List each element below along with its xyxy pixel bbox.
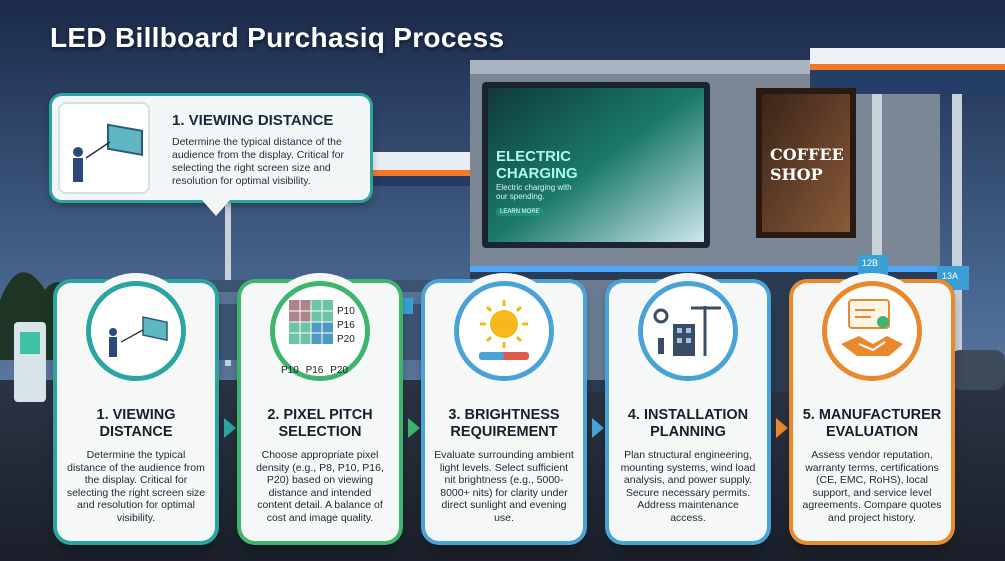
station-sign-12b: 12B bbox=[862, 258, 879, 268]
flow-arrow-2-3 bbox=[408, 418, 420, 438]
page-title: LED Billboard Purchasiq Process bbox=[50, 22, 505, 53]
flow-arrow-4-5 bbox=[776, 418, 788, 438]
step-3-description: Evaluate surrounding ambient light level… bbox=[434, 449, 574, 524]
viewing-distance-icon bbox=[58, 102, 150, 194]
viewing-distance-callout: 1. VIEWING DISTANCE Determine the typica… bbox=[52, 96, 370, 216]
coffee-shop-sign: COFFEE SHOP bbox=[770, 145, 844, 184]
flow-arrow-1-2 bbox=[224, 418, 236, 438]
billboard-headline: ELECTRIC CHARGING bbox=[496, 148, 578, 182]
pixel-pitch-bottom-labels: P10 P16 P20 bbox=[281, 365, 348, 376]
callout-title: 1. VIEWING DISTANCE bbox=[172, 112, 334, 129]
step-1-description: Determine the typical distance of the au… bbox=[66, 449, 206, 524]
viewing-distance-icon bbox=[109, 316, 168, 357]
step-2-description: Choose appropriate pixel density (e.g., … bbox=[256, 449, 384, 524]
pixel-pitch-side-labels: P10 P16 P20 bbox=[337, 306, 355, 345]
step-4-description: Plan structural engineering, mounting sy… bbox=[620, 449, 756, 524]
pixel-grid-icon bbox=[289, 300, 333, 344]
callout-pointer bbox=[202, 200, 230, 216]
step-5-description: Assess vendor reputation, warranty terms… bbox=[802, 449, 942, 524]
crane-building-icon bbox=[653, 306, 721, 356]
billboard-learn-more: LEARN MORE bbox=[496, 208, 544, 216]
billboard-subtext: Electric charging with our spending. bbox=[496, 183, 572, 201]
station-sign-13a: 13A bbox=[942, 271, 959, 281]
callout-body: Determine the typical distance of the au… bbox=[172, 136, 344, 187]
sun-brightness-icon bbox=[479, 300, 529, 360]
handshake-certificate-icon bbox=[841, 299, 903, 356]
flow-arrow-3-4 bbox=[592, 418, 604, 438]
